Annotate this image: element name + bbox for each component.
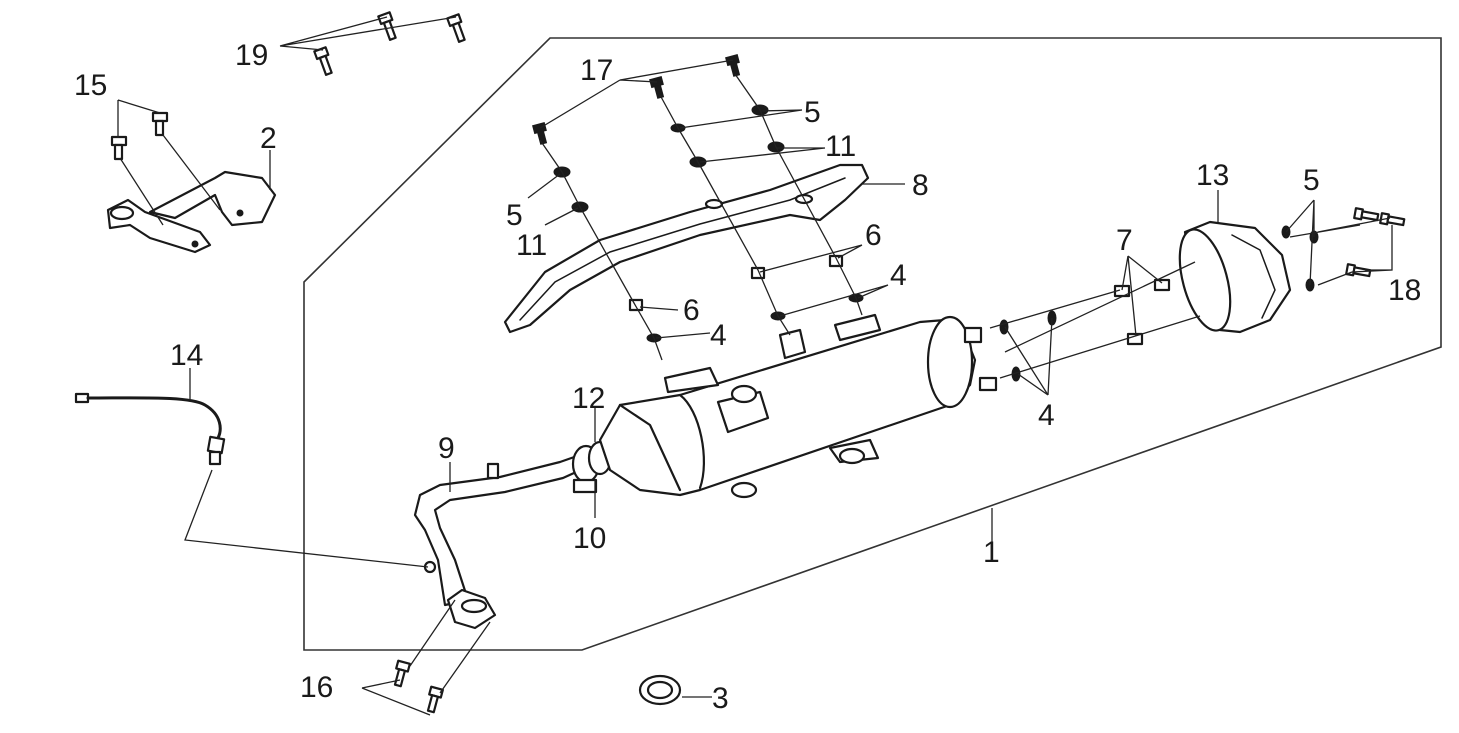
- part-17-bolts: [532, 54, 741, 145]
- part-15-bolts: [110, 111, 169, 161]
- part-2-bracket: [106, 170, 277, 254]
- callout-5-upper: 5: [804, 96, 821, 129]
- leader-lines: [117, 16, 1393, 716]
- callout-9: 9: [438, 432, 455, 465]
- callout-10: 10: [573, 522, 606, 555]
- callout-6-left: 6: [683, 294, 700, 327]
- callout-18: 18: [1388, 274, 1421, 307]
- callout-4-right: 4: [890, 259, 907, 292]
- callout-2: 2: [260, 122, 277, 155]
- callout-6-right: 6: [865, 219, 882, 252]
- callout-19: 19: [235, 39, 268, 72]
- part-19-bolts: [313, 11, 466, 76]
- washers-and-nuts: [553, 104, 1319, 382]
- callouts: 19 15 2 17 5 11 5 11 8 6 4 6 4 13 5 7 18…: [74, 39, 1421, 715]
- part-3-gasket: [638, 674, 682, 706]
- callout-12: 12: [572, 382, 605, 415]
- part-12-clamp: [571, 440, 613, 494]
- callout-3: 3: [712, 682, 729, 715]
- part-14-sensor-cable: [74, 392, 226, 466]
- callout-16: 16: [300, 671, 333, 704]
- callout-11-left: 11: [516, 229, 547, 262]
- callout-4-left: 4: [710, 319, 727, 352]
- assembly-boundary: [303, 37, 1442, 651]
- callout-11-upper: 11: [825, 130, 856, 163]
- callout-14: 14: [170, 339, 203, 372]
- callout-7: 7: [1116, 224, 1133, 257]
- part-1-muffler: [598, 313, 998, 499]
- part-13-end-cap: [1178, 220, 1292, 334]
- callout-15: 15: [74, 69, 107, 102]
- part-9-exhaust-pipe: [413, 453, 587, 630]
- callout-8: 8: [912, 169, 929, 202]
- callout-5-right: 5: [1303, 164, 1320, 197]
- callout-1: 1: [983, 536, 1000, 569]
- callout-4-bottom: 4: [1038, 399, 1055, 432]
- callout-13: 13: [1196, 159, 1229, 192]
- part-18-bolts: [1345, 207, 1406, 278]
- callout-17: 17: [580, 54, 613, 87]
- part-16-bolts: [393, 659, 444, 714]
- callout-5-left: 5: [506, 199, 523, 232]
